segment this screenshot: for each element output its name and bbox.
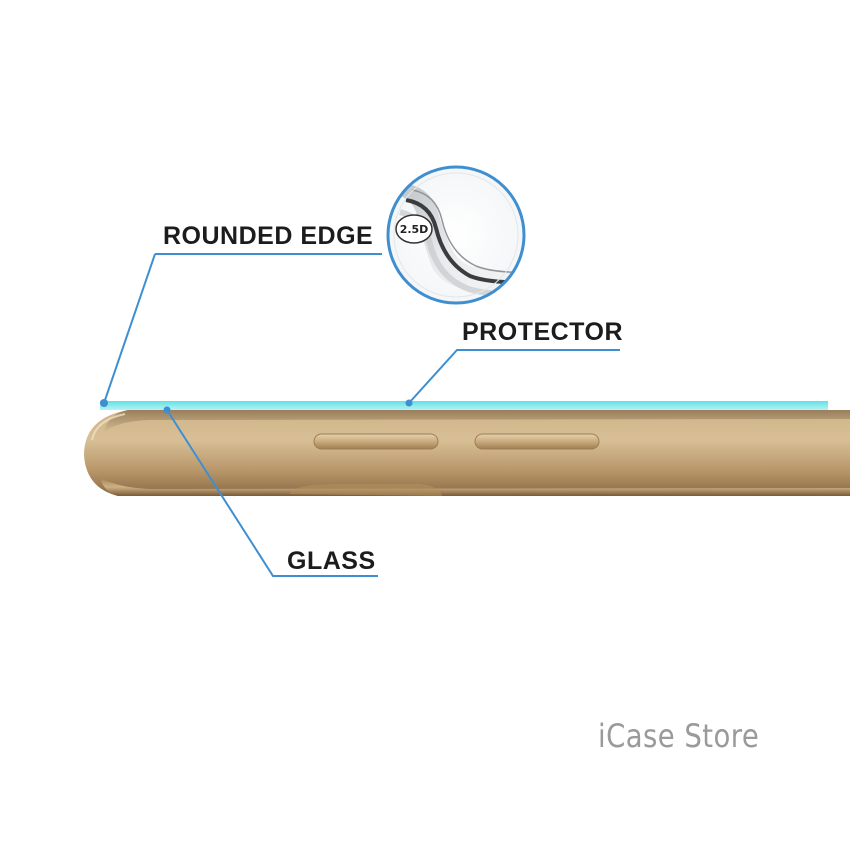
label-rounded-edge: ROUNDED EDGE <box>163 222 374 250</box>
badge-2-5d <box>395 214 433 244</box>
badge-text: 2.5D <box>400 223 429 236</box>
power-button-icon <box>474 433 600 450</box>
store-watermark: iCase Store <box>598 717 760 755</box>
callout-dots <box>100 399 413 414</box>
phone-body <box>84 410 850 496</box>
magnifier-detail: 2.5D <box>386 165 526 305</box>
volume-button-icon <box>313 433 439 450</box>
protector-film <box>100 401 828 410</box>
label-protector: PROTECTOR <box>462 318 623 346</box>
label-glass: GLASS <box>287 547 376 575</box>
callout-lines <box>103 253 620 577</box>
